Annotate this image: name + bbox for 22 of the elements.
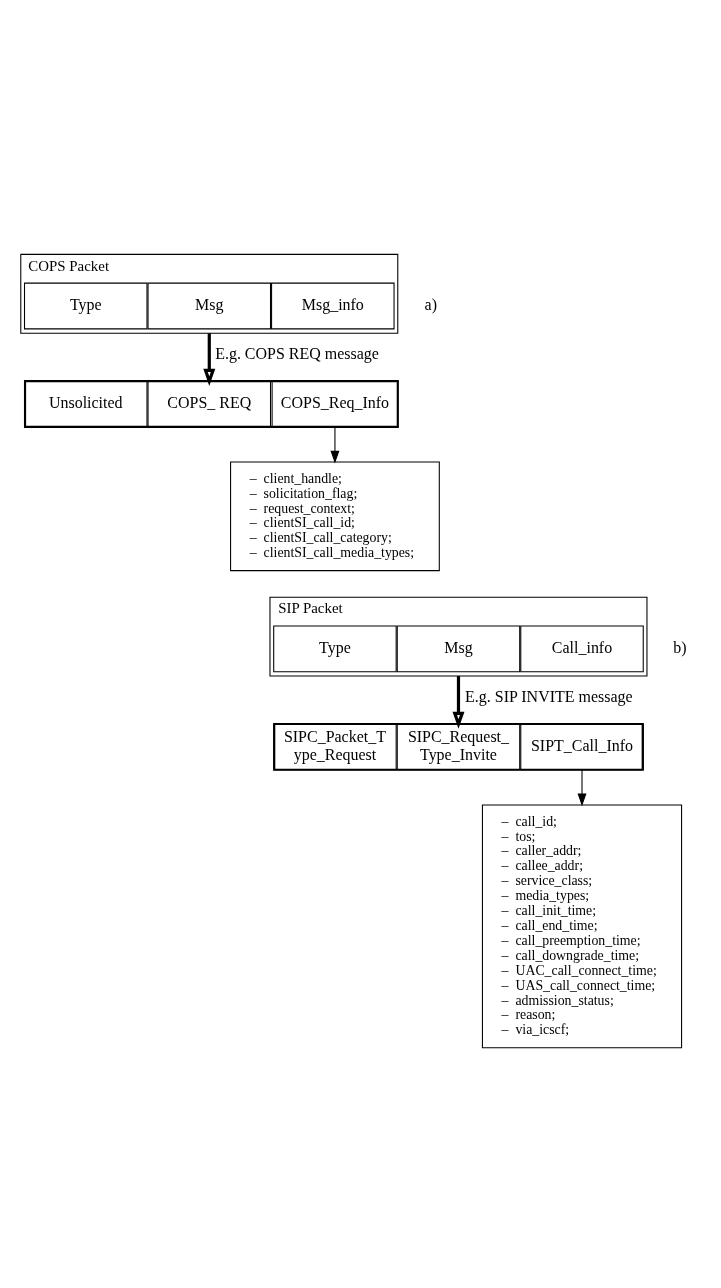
node-box: Msg: [396, 625, 521, 672]
node-box: – client_handle; – solicitation_flag; – request_context; – clientSI_call_id; – clientSI_call_category; – clientSI_call_media_types;: [230, 461, 440, 571]
node-box: SIPT_Call_Info: [520, 722, 644, 770]
node-box: Msg: [147, 282, 272, 329]
node-box: – call_id; – tos; – caller_addr; – callee_addr; – service_class; – media_types; – call_init_time; – call_end_time; – call_preemption_time; – call_downgrade_time; – UAC_call_connect_time; – UAS_call_connect_time; – admission_status; – reason; – via_icscf;: [481, 803, 683, 1048]
node-box: SIPC_Request_ Type_Invite: [396, 722, 521, 770]
edge-label: E.g. SIP INVITE message: [465, 687, 633, 705]
node-box: Unsolicited: [24, 380, 148, 427]
node-box: Type: [24, 282, 148, 329]
edge-label: E.g. COPS REQ message: [215, 344, 379, 362]
arrow: [203, 332, 216, 386]
arrow: [330, 426, 340, 464]
node-box: COPS_Req_Info: [271, 380, 399, 427]
node-box: Type: [273, 625, 397, 672]
label: a): [424, 295, 437, 313]
node-box: COPS_ REQ: [147, 380, 272, 427]
node-box: Call_info: [520, 625, 644, 672]
arrow: [577, 769, 587, 806]
label: b): [673, 638, 687, 656]
node-box: Msg_info: [271, 282, 395, 329]
node-box: SIPC_Packet_T ype_Request: [273, 722, 397, 770]
arrow: [452, 675, 465, 729]
